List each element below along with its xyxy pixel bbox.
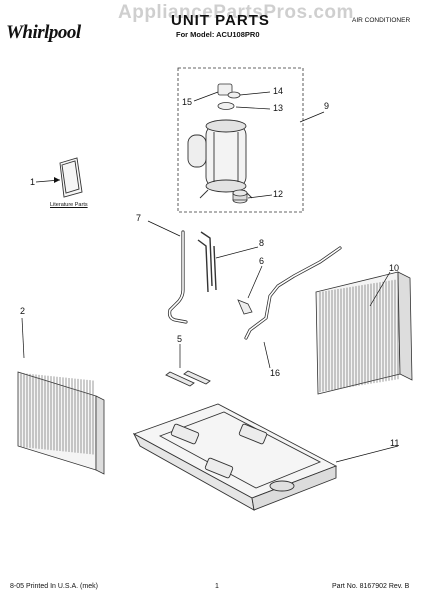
page-title: UNIT PARTS [171, 12, 270, 29]
fitting-6 [237, 299, 253, 315]
grommet [232, 189, 248, 204]
bars-5 [165, 370, 211, 387]
callout-8: 8 [259, 238, 265, 248]
condenser-coil [315, 271, 413, 395]
callout-15: 15 [182, 97, 193, 107]
compressor [187, 119, 253, 199]
literature-booklet [59, 157, 83, 198]
callout-9: 9 [324, 101, 330, 111]
callout-13: 13 [273, 103, 284, 113]
callout-7: 7 [136, 213, 142, 223]
literature-label: Literature Parts [50, 202, 88, 208]
arrowhead [54, 177, 60, 183]
tube-8 [197, 231, 217, 293]
model-line: For Model: ACU108PR0 [176, 30, 260, 39]
callout-14: 14 [273, 86, 284, 96]
callout-5: 5 [177, 334, 183, 344]
base-pan [132, 403, 338, 511]
callout-1: 1 [30, 177, 36, 187]
evaporator-coil [17, 371, 105, 475]
footer-print-info: 8-05 Printed In U.S.A. (mek) [10, 583, 98, 590]
watermark: AppliancePartsPros.com [118, 2, 354, 23]
callout-2: 2 [20, 306, 26, 316]
callout-16: 16 [270, 368, 281, 378]
callout-11: 11 [390, 438, 400, 448]
terminal-parts [217, 83, 241, 110]
category-label: AIR CONDITIONER [352, 17, 411, 24]
brand-logo: Whirlpool [6, 22, 81, 43]
footer-page-number: 1 [215, 583, 219, 590]
leader-lines [21, 91, 399, 463]
callout-10: 10 [389, 263, 400, 273]
compressor-assembly-box [177, 67, 304, 213]
callout-6: 6 [259, 256, 265, 266]
callout-12: 12 [273, 189, 284, 199]
footer-part-number: Part No. 8167902 Rev. B [332, 583, 410, 590]
